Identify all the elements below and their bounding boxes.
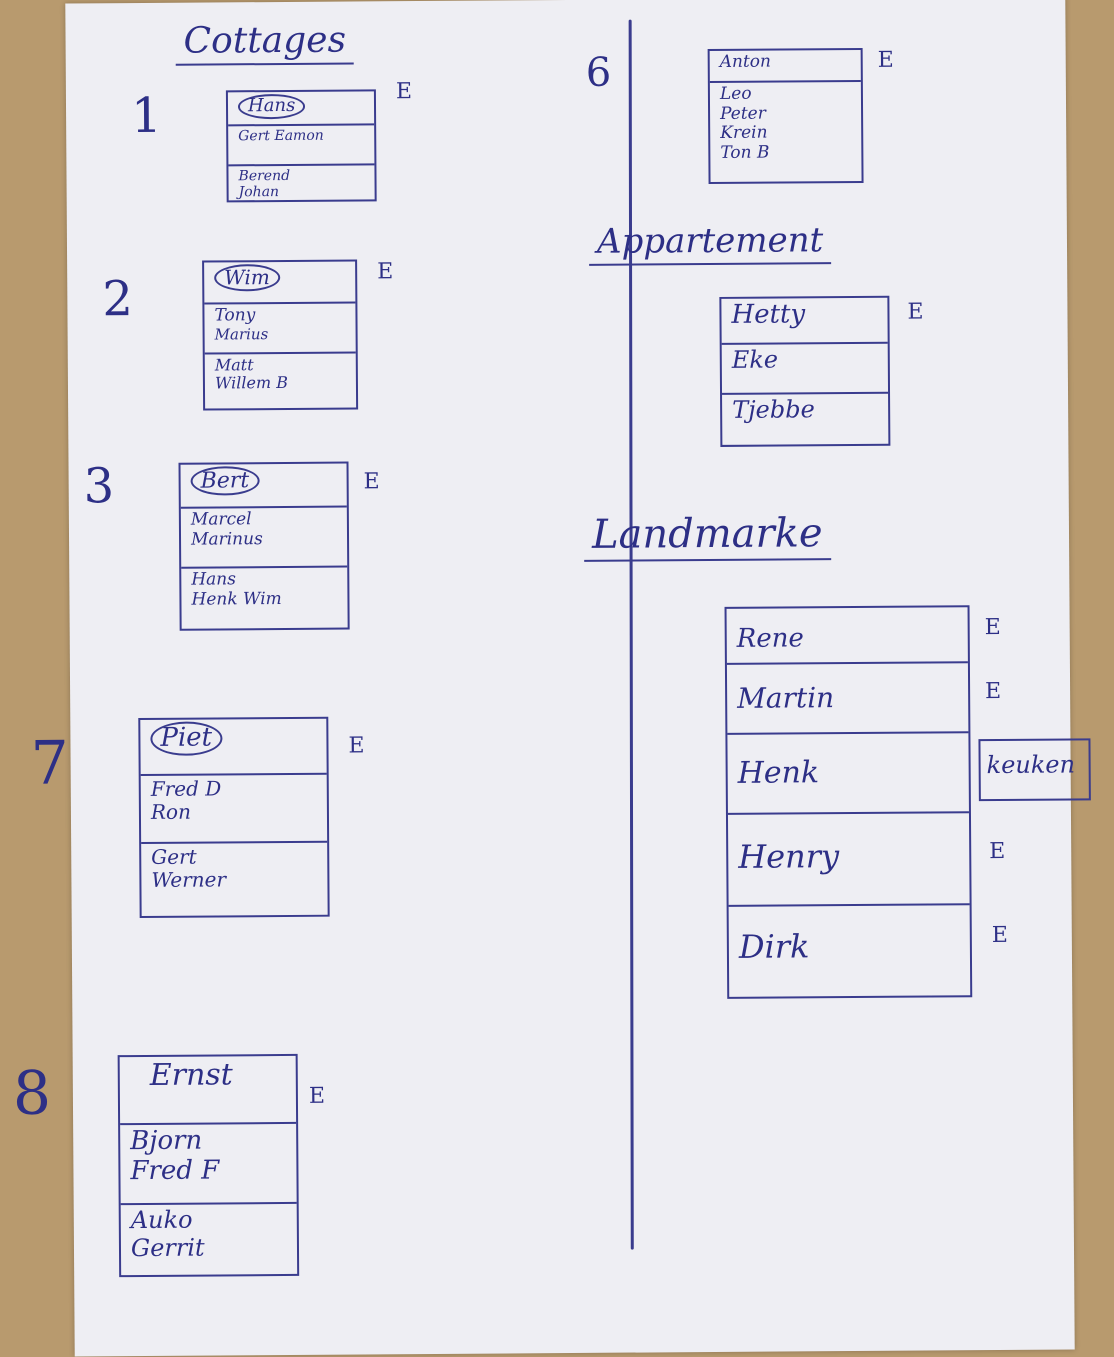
landmarke-box: Rene Martin Henk Henry Dirk <box>724 605 973 999</box>
cottage-7-number: 7 <box>30 728 70 799</box>
cottage-3-member: Henk Wim <box>191 588 282 610</box>
cottage-3-member: Marcel <box>190 509 252 530</box>
landmarke-e-mark: E <box>984 614 1001 641</box>
cottage-2-member: Willem B <box>214 373 289 393</box>
landmarke-e-mark: E <box>989 838 1006 865</box>
column-divider <box>628 19 634 1250</box>
cottage-8-member: Auko <box>130 1205 193 1235</box>
cottage-7-e-mark: E <box>348 733 365 759</box>
keuken-box: keuken <box>978 738 1091 802</box>
keuken-label: keuken <box>986 750 1076 780</box>
cottage-8-member: Fred F <box>130 1155 220 1186</box>
cottage-8-e-mark: E <box>308 1083 326 1109</box>
cottage-3-e-mark: E <box>363 469 380 495</box>
cottage-1-e-mark: E <box>395 79 413 105</box>
landmarke-e-mark: E <box>991 922 1008 949</box>
cottage-8-number: 8 <box>12 1058 52 1129</box>
cottage-6-member: Ton B <box>720 142 770 163</box>
cottage-7-member: Ron <box>150 799 192 824</box>
cottage-3-member: Marinus <box>190 528 263 550</box>
cottage-1-leader: Hans <box>237 93 306 119</box>
cottage-6-member: Leo <box>719 83 752 104</box>
cottage-1-box: Hans Gert Eamon Berend Johan <box>225 89 377 203</box>
cottage-2-member: Matt <box>214 355 254 375</box>
landmarke-e-mark: E <box>985 678 1002 705</box>
cottage-6-number: 6 <box>585 49 612 96</box>
cottage-3-member: Hans <box>191 569 237 590</box>
landmarke-heading: Landmarke <box>583 510 831 562</box>
cottage-1-member: Johan <box>238 184 280 201</box>
appartement-name: Tjebbe <box>732 395 815 424</box>
cottage-7-box: Piet Fred D Ron Gert Werner <box>138 716 330 919</box>
appartement-name: Hetty <box>731 299 806 330</box>
cottage-2-leader: Wim <box>214 264 280 292</box>
appartement-box: Hetty Eke Tjebbe <box>719 295 891 447</box>
landmarke-name: Martin <box>737 681 835 715</box>
cottage-6-member: Krein <box>720 122 768 144</box>
landmarke-name: Dirk <box>738 927 810 966</box>
cottage-2-member: Marius <box>214 324 269 344</box>
appartement-e-mark: E <box>907 299 924 325</box>
cottage-2-box: Wim Tony Marius Matt Willem B <box>202 259 359 411</box>
landmarke-name: Henry <box>738 837 840 876</box>
cottage-7-member: Werner <box>151 867 227 892</box>
cottage-8-box: Ernst Bjorn Fred F Auko Gerrit <box>117 1053 300 1278</box>
cottage-8-leader: Ernst <box>149 1057 233 1093</box>
cottage-8-member: Bjorn <box>130 1125 203 1157</box>
cottage-1-number: 1 <box>130 87 162 145</box>
appartement-name: Eke <box>731 345 779 374</box>
cottage-3-number: 3 <box>83 458 115 515</box>
cottage-2-member: Tony <box>214 305 256 326</box>
cottage-6-member: Peter <box>720 103 766 124</box>
landmarke-name: Henk <box>737 755 820 791</box>
cottage-3-leader: Bert <box>190 466 260 496</box>
cottage-7-member: Fred D <box>150 776 222 801</box>
cottage-6-leader: Anton <box>719 51 772 72</box>
cottage-1-member: Gert Eamon <box>238 127 324 145</box>
cottage-2-number: 2 <box>102 271 134 328</box>
cottage-7-leader: Piet <box>150 721 223 756</box>
cottages-heading: Cottages <box>175 19 355 66</box>
landmarke-name: Rene <box>736 623 804 654</box>
paper-sheet: Cottages 1 Hans Gert Eamon Berend Johan … <box>13 0 1091 1357</box>
cottage-3-box: Bert Marcel Marinus Hans Henk Wim <box>178 461 350 631</box>
cottage-6-e-mark: E <box>877 47 894 73</box>
appartement-heading: Appartement <box>588 220 832 266</box>
cottage-6-box: Anton Leo Peter Krein Ton B <box>707 47 864 185</box>
cottage-8-member: Gerrit <box>130 1233 205 1262</box>
cottage-1-member: Berend <box>238 167 291 185</box>
cottage-7-member: Gert <box>151 844 197 869</box>
cottage-2-e-mark: E <box>377 259 394 285</box>
